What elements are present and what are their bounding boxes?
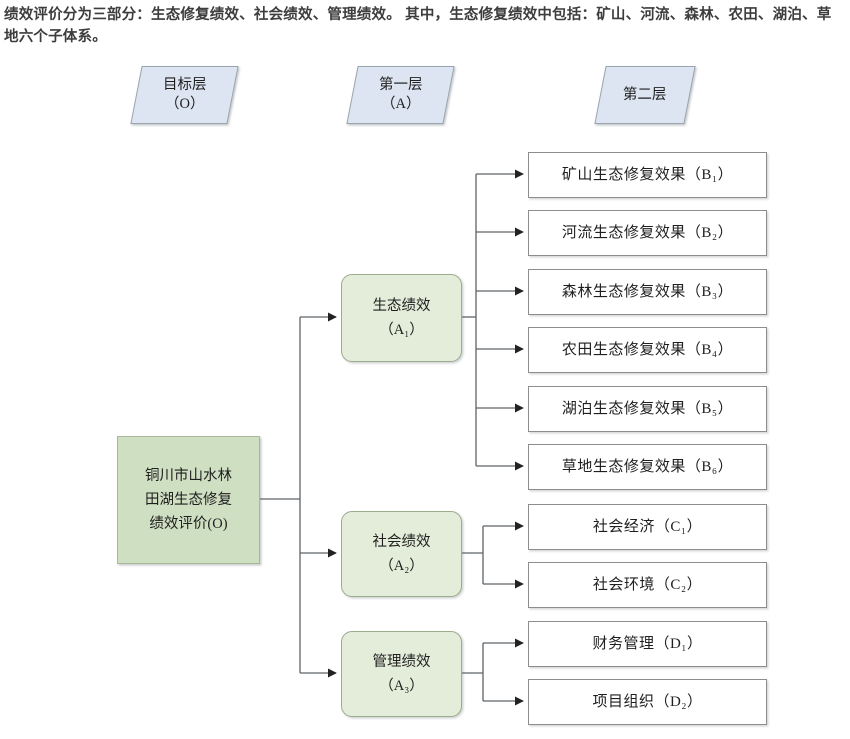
- level-a2-to-level-c-connectors: [460, 521, 524, 589]
- node-b5-lake: 湖泊生态修复效果（B₅）: [528, 386, 767, 432]
- node-a3-management-performance: 管理绩效 （A₃）: [341, 631, 462, 717]
- node-d2-project-organization: 项目组织（D₂）: [528, 679, 767, 725]
- node-b6-grassland: 草地生态修复效果（B₆）: [528, 444, 767, 490]
- node-a2-social-performance: 社会绩效 （A₂）: [341, 511, 462, 597]
- node-b3-forest: 森林生态修复效果（B₃）: [528, 269, 767, 315]
- node-b1-label: 矿山生态修复效果（B₁）: [561, 167, 734, 183]
- node-d1-label: 财务管理（D₁）: [592, 636, 703, 652]
- node-d1-financial-management: 财务管理（D₁）: [528, 621, 767, 667]
- layer-header-second: 第二层: [594, 66, 696, 124]
- node-c2-label: 社会环境（C₂）: [592, 577, 703, 593]
- node-c2-social-environment: 社会环境（C₂）: [528, 562, 767, 608]
- node-a3-label: 管理绩效 （A₃）: [372, 654, 431, 694]
- node-b3-label: 森林生态修复效果（B₃）: [561, 284, 734, 300]
- node-a1-ecological-performance: 生态绩效 （A₁）: [341, 274, 462, 362]
- node-b2-label: 河流生态修复效果（B₂）: [561, 225, 734, 241]
- node-a1-label: 生态绩效 （A₁）: [372, 298, 431, 338]
- caption-text: 绩效评价分为三部分：生态修复绩效、社会绩效、管理绩效。 其中，生态修复绩效中包括…: [4, 7, 832, 45]
- node-root-goal: 铜川市山水林 田湖生态修复 绩效评价(O): [117, 436, 260, 564]
- node-b1-mine: 矿山生态修复效果（B₁）: [528, 152, 767, 198]
- node-d2-label: 项目组织（D₂）: [592, 694, 703, 710]
- node-b5-label: 湖泊生态修复效果（B₅）: [561, 401, 734, 417]
- node-c1-social-economy: 社会经济（C₁）: [528, 504, 767, 550]
- level-a1-to-level-b-connectors: [460, 169, 524, 471]
- node-c1-label: 社会经济（C₁）: [592, 519, 703, 535]
- node-b6-label: 草地生态修复效果（B₆）: [561, 459, 734, 475]
- node-root-goal-label: 铜川市山水林 田湖生态修复 绩效评价(O): [145, 468, 232, 532]
- node-a2-label: 社会绩效 （A₂）: [372, 534, 431, 574]
- layer-header-first-label: 第一层 （A）: [378, 77, 423, 112]
- node-b2-river: 河流生态修复效果（B₂）: [528, 210, 767, 256]
- node-b4-label: 农田生态修复效果（B₄）: [561, 342, 734, 358]
- layer-header-first: 第一层 （A）: [346, 66, 455, 124]
- layer-header-second-label: 第二层: [623, 86, 667, 103]
- root-to-level-a-connectors: [258, 312, 337, 678]
- node-b4-farmland: 农田生态修复效果（B₄）: [528, 327, 767, 373]
- level-a3-to-level-d-connectors: [460, 638, 524, 706]
- layer-header-goal: 目标层 （O）: [130, 66, 239, 124]
- layer-header-goal-label: 目标层 （O）: [162, 77, 207, 112]
